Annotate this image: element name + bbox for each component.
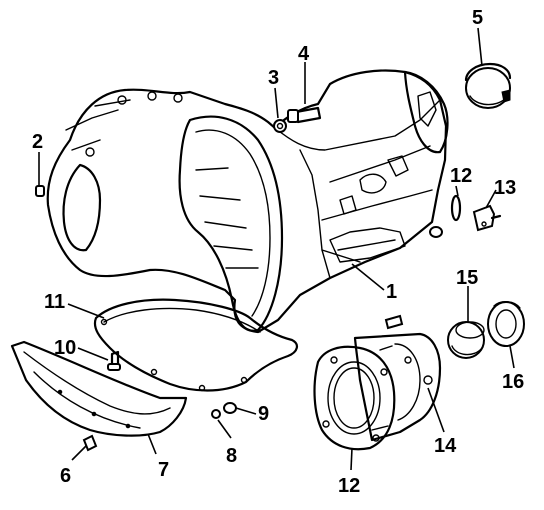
washer-part-9 — [223, 402, 237, 414]
callout-7: 7 — [158, 459, 169, 481]
seal-part-16 — [487, 301, 525, 347]
dust-cover-plate — [93, 298, 298, 392]
callout-6: 6 — [60, 465, 71, 487]
seal-ring-part-12-upper — [450, 194, 462, 222]
bolt-part-4 — [287, 106, 322, 124]
callout-5: 5 — [472, 7, 483, 29]
plug-part-8 — [211, 409, 221, 419]
callout-3: 3 — [268, 67, 279, 89]
transmission-case — [46, 69, 449, 334]
callout-8: 8 — [226, 445, 237, 467]
callout-10: 10 — [54, 337, 76, 359]
callout-16: 16 — [502, 371, 524, 393]
callout-14: 14 — [434, 435, 457, 457]
leader-lines — [38, 27, 515, 471]
adapter-gasket — [313, 345, 396, 451]
lower-cover — [10, 340, 188, 437]
bearing-part-15 — [447, 321, 485, 359]
plug-part-3 — [273, 119, 287, 133]
callout-15: 15 — [456, 267, 478, 289]
sensor-part-13 — [472, 204, 502, 232]
bolt-part-10 — [107, 350, 121, 371]
callout-1: 1 — [386, 281, 397, 303]
bushing-part-5 — [464, 62, 512, 109]
callout-12-upper: 12 — [450, 165, 472, 187]
callout-13: 13 — [494, 177, 516, 199]
bolt-part-6 — [82, 434, 98, 452]
callout-2: 2 — [32, 131, 43, 153]
bolt-extension — [384, 314, 404, 330]
bolt-part-2 — [35, 185, 45, 197]
callout-labels: 1 2 3 4 5 6 7 8 9 10 11 12 12 13 14 15 1… — [32, 7, 524, 497]
callout-9: 9 — [258, 403, 269, 425]
callout-11: 11 — [44, 291, 65, 313]
callout-12-lower: 12 — [338, 475, 360, 497]
callout-4: 4 — [298, 43, 310, 65]
